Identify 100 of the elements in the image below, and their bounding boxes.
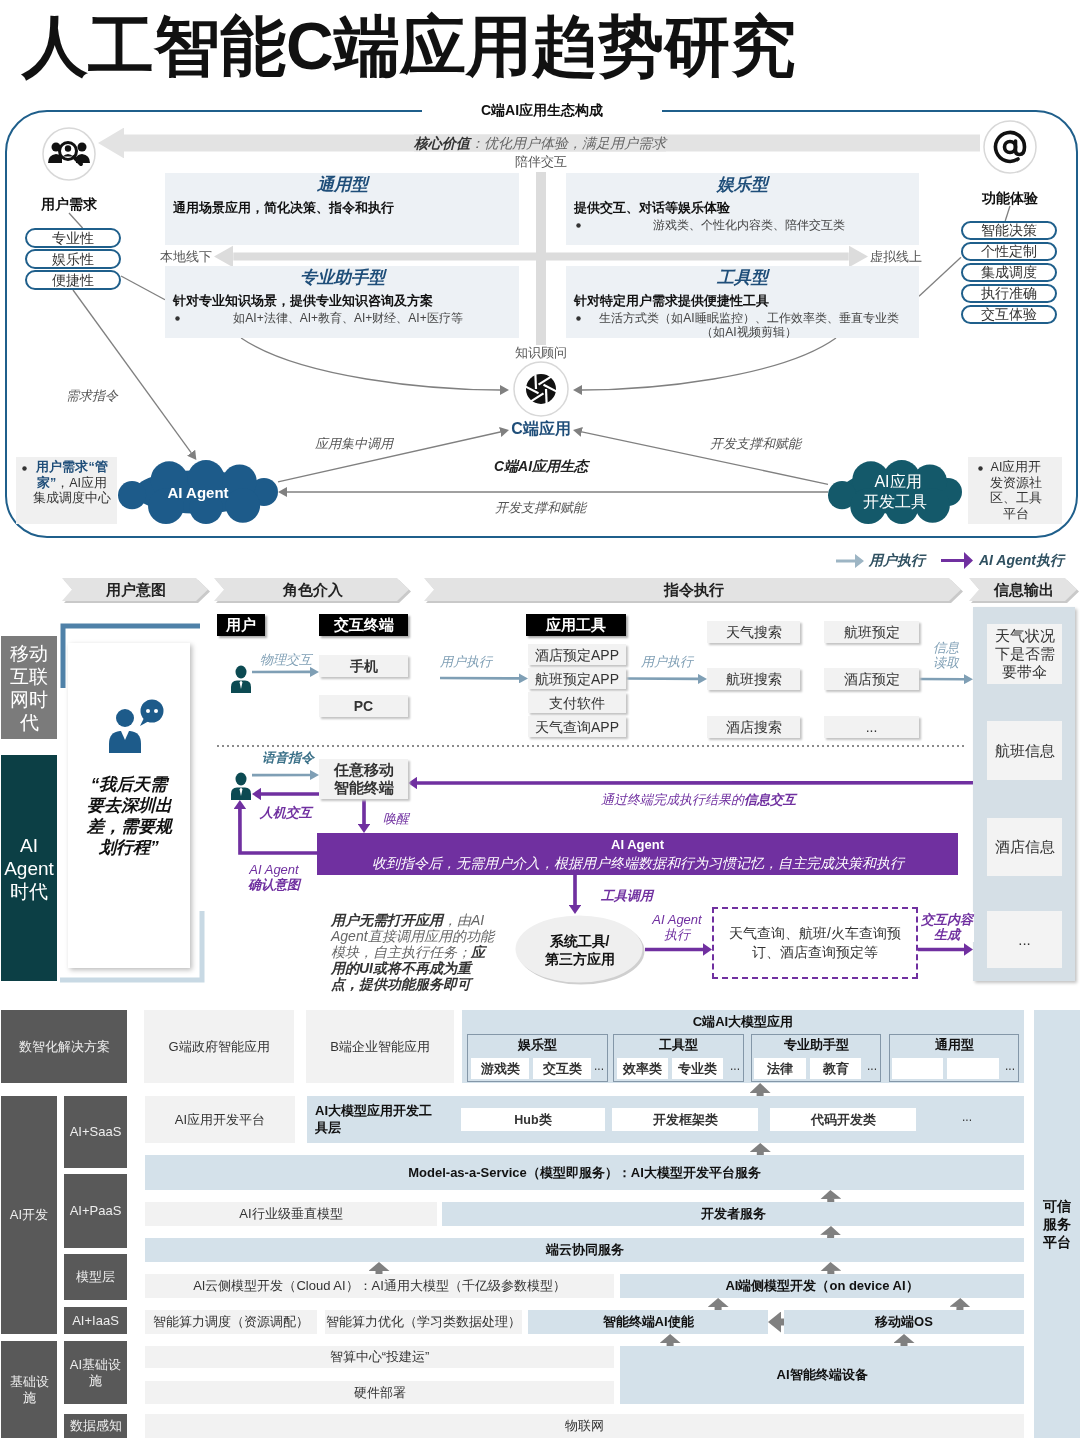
icon-label: C端应用: [510, 420, 572, 438]
layer-label: 数智化解决方案: [1, 1010, 127, 1083]
category-box: [566, 173, 919, 245]
arrow: [72, 289, 197, 460]
arrow: [626, 673, 707, 684]
group-box: [751, 1034, 881, 1082]
column-header: 应用工具: [526, 614, 626, 636]
arrow: [408, 776, 973, 790]
edge-label: 用户执行: [641, 653, 693, 669]
cell: 教育: [810, 1058, 861, 1079]
app-box: 酒店预定APP: [528, 644, 626, 665]
pill-tag: 娱乐性: [25, 249, 121, 269]
edge-label: 开发支撑和赋能: [709, 435, 801, 451]
group-title: 专业助手型: [782, 1036, 850, 1053]
block-arrow: [949, 1298, 971, 1311]
pill-tag: 交互体验: [961, 305, 1057, 324]
cell: 交互类: [533, 1058, 591, 1079]
edge-label: 核心价值：优化用户体验，满足用户需求: [414, 134, 666, 152]
block-arrow: [749, 1143, 771, 1155]
app-box: 航班预定APP: [528, 668, 626, 689]
block-arrow: [214, 245, 868, 268]
cell: 法律: [754, 1058, 806, 1079]
layer-box: G端政府智能应用: [144, 1010, 294, 1083]
connector-line: [120, 275, 166, 301]
block-arrow: [749, 1083, 771, 1096]
layer-label: AI基础设施: [64, 1341, 127, 1404]
side-panel: 可信服务平台: [1034, 1010, 1080, 1438]
box-heading: 工具型: [716, 267, 771, 289]
block-arrow: [820, 1262, 842, 1275]
edge-label: 唤醒: [383, 810, 409, 826]
arrow: [252, 787, 319, 801]
edge-label: 交互内容生成: [920, 912, 974, 942]
edge-label: 人机交互: [260, 804, 312, 820]
layer-box: AI行业级垂直模型: [145, 1202, 437, 1226]
layer-band: 端云协同服务: [145, 1238, 1024, 1262]
layer-label: 基础设施: [1, 1341, 57, 1438]
pill-tag: 便捷性: [25, 270, 121, 290]
layer-label: AI开发: [1, 1096, 57, 1334]
axis-label: 虚拟线上: [868, 249, 924, 264]
arrow: [252, 666, 319, 677]
block-arrow: [893, 1334, 915, 1346]
edge-label: 信息读取: [932, 640, 960, 670]
layer-box: 智能算力调度（资源调配）: [145, 1310, 317, 1334]
column-header: 交互终端: [319, 614, 408, 636]
layer-label: AI+SaaS: [64, 1096, 127, 1168]
group-title: 娱乐型: [517, 1036, 558, 1053]
device-box: PC: [319, 695, 408, 717]
layer-band: AI端侧模型开发（on device AI）: [620, 1274, 1024, 1298]
note-text: 用户需求“管家”，AI应用集成调度中心: [32, 460, 112, 507]
arrow: [645, 943, 712, 956]
arrow: [252, 770, 319, 780]
page-title: 人工智能C端应用趋势研究: [22, 8, 796, 85]
person-icon: [230, 772, 252, 800]
connector-line: [918, 256, 962, 297]
bullet-text: 如AI+法律、AI+教育、AI+财经、AI+医疗等: [232, 311, 464, 325]
box-heading: 娱乐型: [715, 174, 771, 196]
axis-label: 知识顾问: [515, 345, 567, 361]
block-arrow: [820, 1190, 842, 1203]
task-box: 航班预定: [824, 621, 919, 643]
connector-line: [1004, 205, 1011, 222]
cell: 开发框架类: [612, 1108, 758, 1131]
app-ellipse: 系统工具/第三方应用: [514, 914, 645, 985]
legend-label: 用户执行: [869, 551, 925, 569]
center-label: C端AI应用生态: [493, 457, 589, 475]
arrow: [278, 487, 829, 497]
arrow: [240, 337, 509, 395]
dashed-box: 天气查询、航班/火车查询预订、酒店查询预定等: [712, 907, 918, 979]
block-arrow: [768, 1311, 784, 1333]
legend-label: AI Agent执行: [979, 551, 1065, 569]
cell: 代码开发类: [770, 1108, 916, 1131]
chevron-header: 指令执行: [424, 578, 963, 603]
layer-box: 智算中心“投建运”: [145, 1346, 614, 1368]
agent-bar: [317, 833, 958, 875]
icon-label: 用户需求: [40, 196, 98, 212]
icon-label: 功能体验: [981, 190, 1039, 206]
layer-box: B端企业智能应用: [306, 1010, 454, 1083]
layer-band: AI智能终端设备: [620, 1346, 1024, 1404]
layer-band: 开发者服务: [442, 1202, 1024, 1226]
note-box: [968, 457, 1062, 524]
block-arrow: [707, 1298, 729, 1310]
era-bar: AI Agent时代: [1, 755, 57, 981]
person-icon: [230, 665, 252, 693]
group-box: [467, 1034, 608, 1082]
layer-label: 模型层: [64, 1254, 127, 1300]
group-box: [613, 1034, 744, 1082]
bullet-text: 生活方式类（如AI睡眠监控）、工作效率类、垂直专业类（如AI视频剪辑）: [598, 311, 900, 339]
box-heading: 专业助手型: [298, 267, 388, 289]
arrow: [357, 799, 371, 833]
info-box: 航班信息: [987, 721, 1062, 780]
axis-label: 陪伴交互: [515, 154, 567, 170]
pill-tag: 集成调度: [961, 263, 1057, 282]
layer-box: 物联网: [145, 1414, 1024, 1438]
task-box: 天气搜索: [707, 621, 800, 643]
group-title: 通用型: [933, 1036, 975, 1053]
cell: 专业类: [672, 1058, 723, 1079]
edge-label: 需求指令: [66, 387, 118, 403]
group-box: [889, 1034, 1019, 1082]
block-arrow: [368, 1262, 390, 1274]
task-box: 航班搜索: [707, 668, 800, 690]
connector-line: [68, 212, 84, 229]
